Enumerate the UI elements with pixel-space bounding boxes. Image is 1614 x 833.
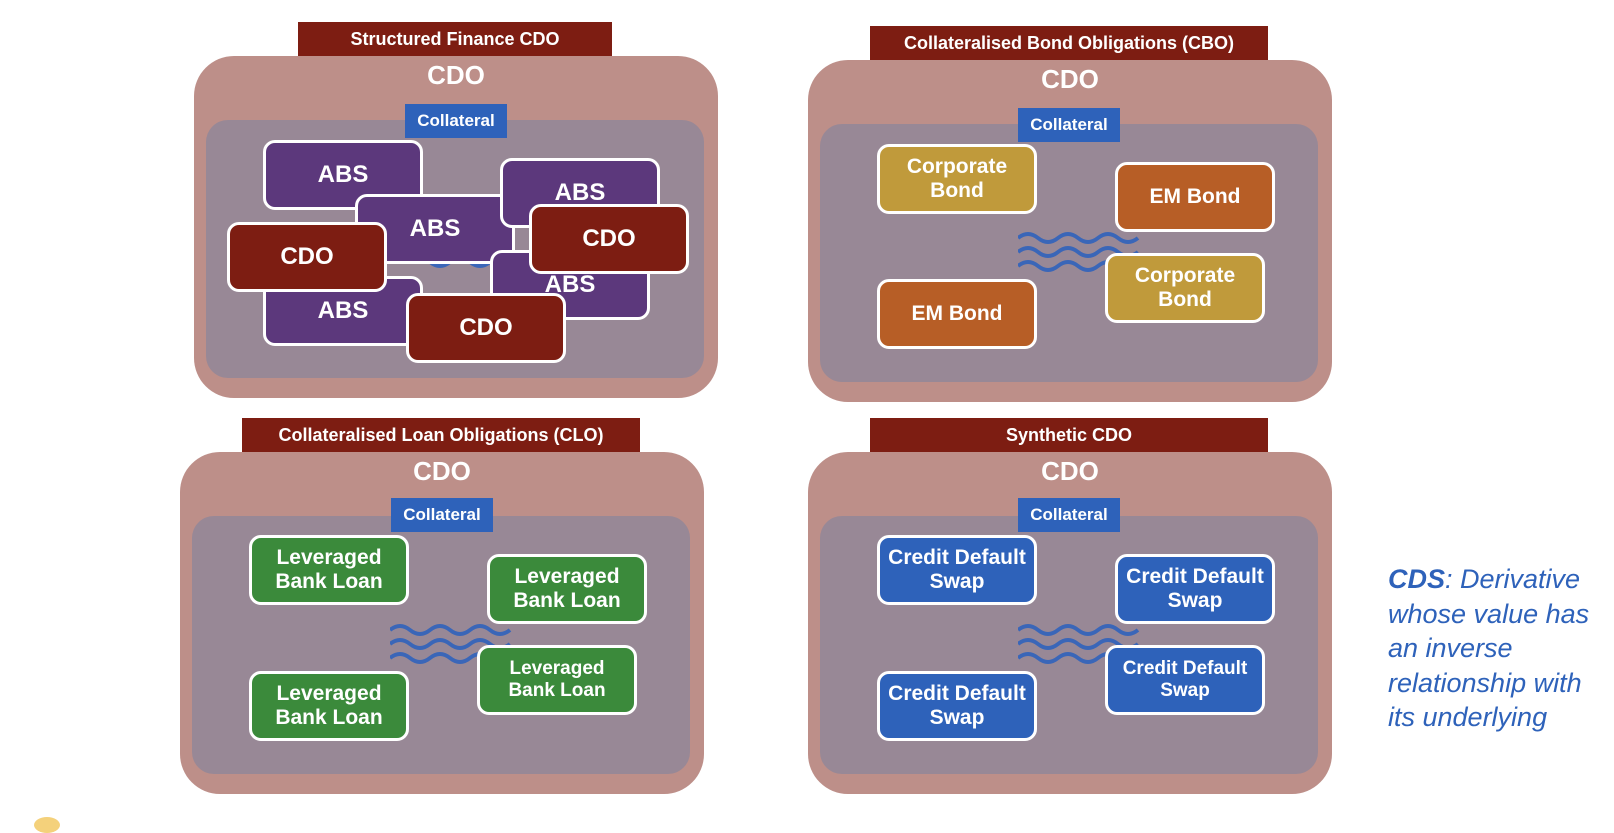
cbo-item-corporate-bond: Corporate Bond — [877, 144, 1037, 214]
cbo-collateral-label: Collateral — [1018, 108, 1120, 142]
syn-cdo-title: CDO — [1041, 456, 1099, 486]
decorative-dot — [34, 817, 60, 833]
clo-item-bank-loan: Leveraged Bank Loan — [477, 645, 637, 715]
cds-definition-note: CDS: Derivative whose value has an inver… — [1388, 562, 1612, 735]
syn-item-cds: Credit Default Swap — [1105, 645, 1265, 715]
clo-item-bank-loan: Leveraged Bank Loan — [249, 671, 409, 741]
syn-header: Synthetic CDO — [870, 418, 1268, 452]
sf-item-cdo: CDO — [227, 222, 387, 292]
sf-cdo-title: CDO — [427, 60, 485, 90]
syn-item-cds: Credit Default Swap — [1115, 554, 1275, 624]
sf-header: Structured Finance CDO — [298, 22, 612, 56]
syn-item-cds: Credit Default Swap — [877, 535, 1037, 605]
cbo-cdo-title: CDO — [1041, 64, 1099, 94]
syn-collateral-label: Collateral — [1018, 498, 1120, 532]
clo-item-bank-loan: Leveraged Bank Loan — [249, 535, 409, 605]
cds-definition: : Derivative whose value has an inverse … — [1388, 564, 1590, 733]
cbo-item-em-bond: EM Bond — [1115, 162, 1275, 232]
sf-collateral-label: Collateral — [405, 104, 507, 138]
sf-item-cdo: CDO — [406, 293, 566, 363]
sf-item-cdo: CDO — [529, 204, 689, 274]
clo-cdo-title: CDO — [413, 456, 471, 486]
clo-item-bank-loan: Leveraged Bank Loan — [487, 554, 647, 624]
cbo-header: Collateralised Bond Obligations (CBO) — [870, 26, 1268, 60]
cds-term: CDS — [1388, 564, 1446, 594]
cbo-item-corporate-bond: Corporate Bond — [1105, 253, 1265, 323]
clo-header: Collateralised Loan Obligations (CLO) — [242, 418, 640, 452]
clo-collateral-label: Collateral — [391, 498, 493, 532]
cbo-item-em-bond: EM Bond — [877, 279, 1037, 349]
syn-item-cds: Credit Default Swap — [877, 671, 1037, 741]
